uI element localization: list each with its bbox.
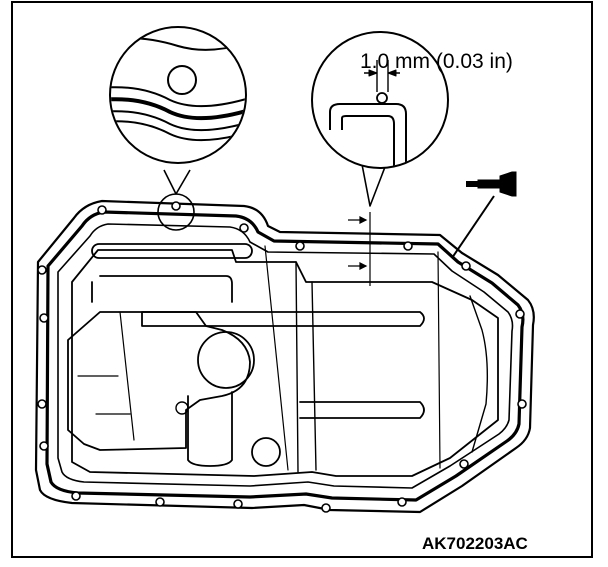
detail-circle bbox=[109, 26, 247, 164]
bolt-hole bbox=[71, 491, 81, 501]
bolt-hole bbox=[37, 399, 47, 409]
bolt-hole bbox=[295, 241, 305, 251]
oil-pan-right-wall bbox=[437, 251, 441, 469]
magnifier-detail-seal-groove bbox=[109, 26, 247, 231]
oil-pan-sump-wall bbox=[71, 249, 499, 477]
dimension-callout: 1.0 mm (0.03 in) bbox=[360, 50, 513, 73]
sealant-tube-icon bbox=[451, 171, 517, 259]
small-boss bbox=[175, 401, 189, 415]
bolt-hole bbox=[461, 261, 471, 271]
sealant-bead-dot bbox=[376, 92, 388, 104]
dimension-leader bbox=[364, 60, 400, 92]
figure-code: AK702203AC bbox=[422, 534, 528, 553]
oil-strainer-boss bbox=[197, 331, 255, 389]
oil-pan-sump-step bbox=[295, 261, 299, 473]
bolt-hole bbox=[515, 309, 525, 319]
oil-pan-rib-upper bbox=[91, 275, 233, 303]
section-arrowhead-bottom bbox=[359, 262, 368, 270]
sealant-tube-nozzle bbox=[466, 181, 478, 187]
bolt-hole bbox=[321, 503, 331, 513]
oil-pan-flange-outer bbox=[34, 199, 535, 514]
bolt-hole bbox=[37, 265, 47, 275]
bolt-hole bbox=[155, 497, 165, 507]
sealant-tube-body bbox=[477, 171, 517, 197]
bolt-hole bbox=[403, 241, 413, 251]
bolt-hole bbox=[397, 497, 407, 507]
oil-pan-slot-top bbox=[91, 243, 253, 259]
detail-groove-wave-3 bbox=[111, 110, 245, 132]
bolt-hole bbox=[239, 223, 249, 233]
detail-source-circle bbox=[157, 193, 195, 231]
oil-pickup-tube bbox=[187, 391, 233, 467]
bolt-holes bbox=[37, 201, 527, 513]
oil-pan-flange-inner bbox=[57, 223, 514, 489]
figure-frame bbox=[11, 1, 593, 558]
oil-pan-rear-edge bbox=[264, 245, 289, 471]
section-arrowhead-top bbox=[359, 216, 368, 224]
bolt-hole bbox=[39, 313, 49, 323]
detail-groove-wave-2 bbox=[111, 97, 245, 121]
sealant-tube-pointer bbox=[451, 195, 495, 259]
oil-pan-right-contour bbox=[469, 295, 489, 453]
detail-pointer bbox=[163, 169, 191, 195]
oil-pan-sump-step-2 bbox=[311, 281, 317, 471]
drain-plug bbox=[251, 437, 281, 467]
oil-pump-housing-inner bbox=[77, 311, 135, 441]
dimension-arrow-left bbox=[368, 69, 378, 77]
flange-section-profile bbox=[329, 103, 407, 167]
bolt-hole bbox=[459, 459, 469, 469]
bolt-hole bbox=[517, 399, 527, 409]
bolt-hole bbox=[97, 205, 107, 215]
dimension-arrow-right bbox=[387, 69, 397, 77]
bolt-hole bbox=[233, 499, 243, 509]
detail-groove-wave-1 bbox=[111, 86, 245, 108]
detail-groove-wave-4 bbox=[111, 120, 245, 142]
bolt-hole bbox=[171, 201, 181, 211]
detail-bolt-hole bbox=[167, 65, 197, 95]
bolt-hole bbox=[39, 441, 49, 451]
oil-pan-rib-middle bbox=[141, 311, 425, 327]
oil-pan-rib-lower bbox=[299, 401, 425, 419]
magnifier-detail-bead-section bbox=[311, 31, 449, 207]
section-markers bbox=[348, 212, 371, 286]
